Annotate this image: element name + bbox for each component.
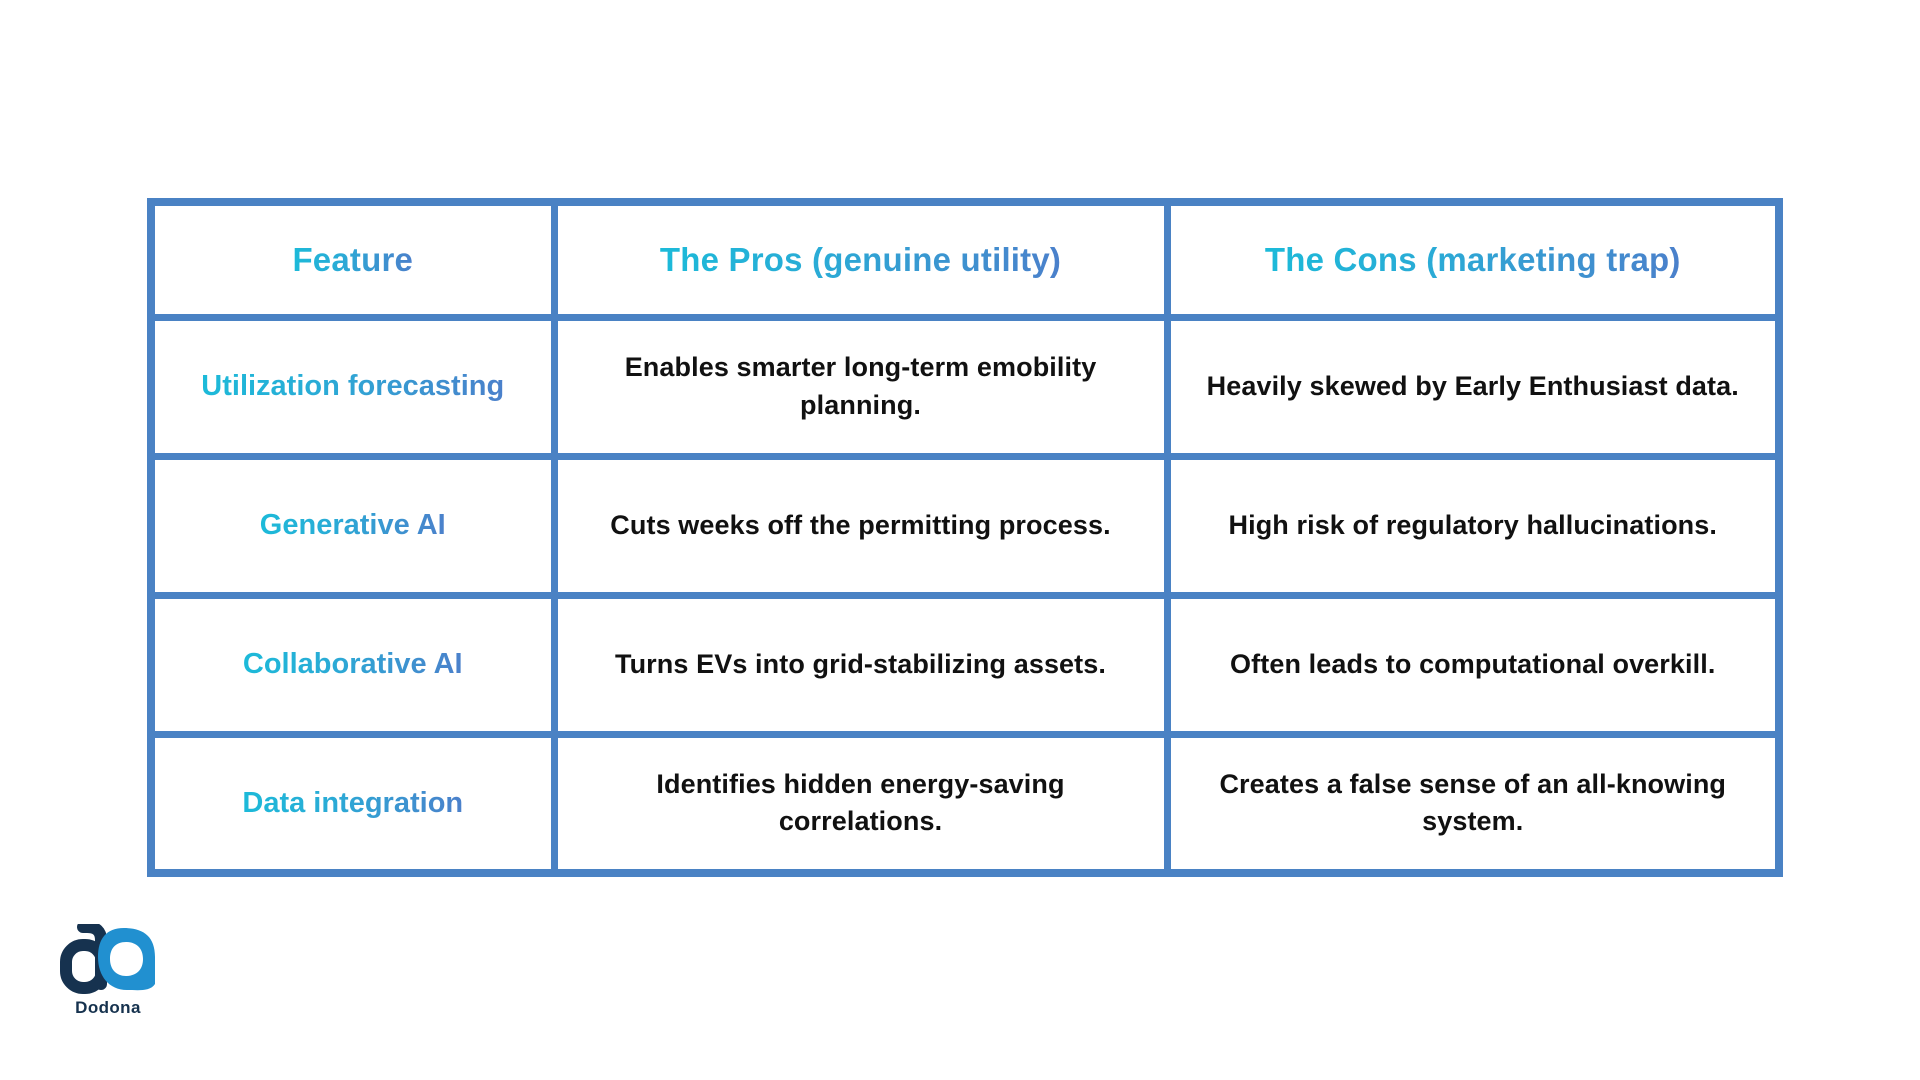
column-header-feature: Feature — [147, 198, 558, 321]
feature-label: Data integration — [242, 786, 464, 819]
brand-name: Dodona — [75, 998, 141, 1017]
comparison-table-wrapper: Feature The Pros (genuine utility) The C… — [147, 198, 1783, 877]
pros-cell: Identifies hidden energy-saving correlat… — [550, 730, 1171, 877]
cons-cell: Creates a false sense of an all-knowing … — [1163, 730, 1783, 877]
cons-cell: High risk of regulatory hallucinations. — [1163, 452, 1783, 599]
column-header-pros: The Pros (genuine utility) — [550, 198, 1171, 321]
header-row: Feature The Pros (genuine utility) The C… — [147, 198, 1783, 321]
feature-label: Collaborative AI — [242, 648, 463, 680]
pros-cell: Enables smarter long-term emobility plan… — [550, 313, 1171, 460]
feature-label: Generative AI — [259, 509, 446, 541]
feature-cell: Collaborative AI — [147, 591, 558, 738]
brand-logo: Dodona — [58, 924, 158, 1018]
cons-cell: Often leads to computational overkill. — [1163, 591, 1783, 738]
table-row: Utilization forecasting Enables smarter … — [147, 313, 1783, 460]
table-row: Collaborative AI Turns EVs into grid-sta… — [147, 591, 1783, 738]
column-header-pros-label: The Pros (genuine utility) — [659, 240, 1062, 278]
dodona-logo-icon — [60, 924, 155, 994]
column-header-feature-label: Feature — [292, 240, 414, 278]
table-row: Generative AI Cuts weeks off the permitt… — [147, 452, 1783, 599]
column-header-cons: The Cons (marketing trap) — [1163, 198, 1783, 321]
column-header-cons-label: The Cons (marketing trap) — [1264, 240, 1681, 278]
feature-cell: Generative AI — [147, 452, 558, 599]
feature-label: Utilization forecasting — [201, 370, 505, 402]
cons-cell: Heavily skewed by Early Enthusiast data. — [1163, 313, 1783, 460]
comparison-table: Feature The Pros (genuine utility) The C… — [147, 198, 1783, 877]
feature-cell: Utilization forecasting — [147, 313, 558, 460]
pros-cell: Cuts weeks off the permitting process. — [550, 452, 1171, 599]
feature-cell: Data integration — [147, 730, 558, 877]
pros-cell: Turns EVs into grid-stabilizing assets. — [550, 591, 1171, 738]
table-row: Data integration Identifies hidden energ… — [147, 730, 1783, 877]
